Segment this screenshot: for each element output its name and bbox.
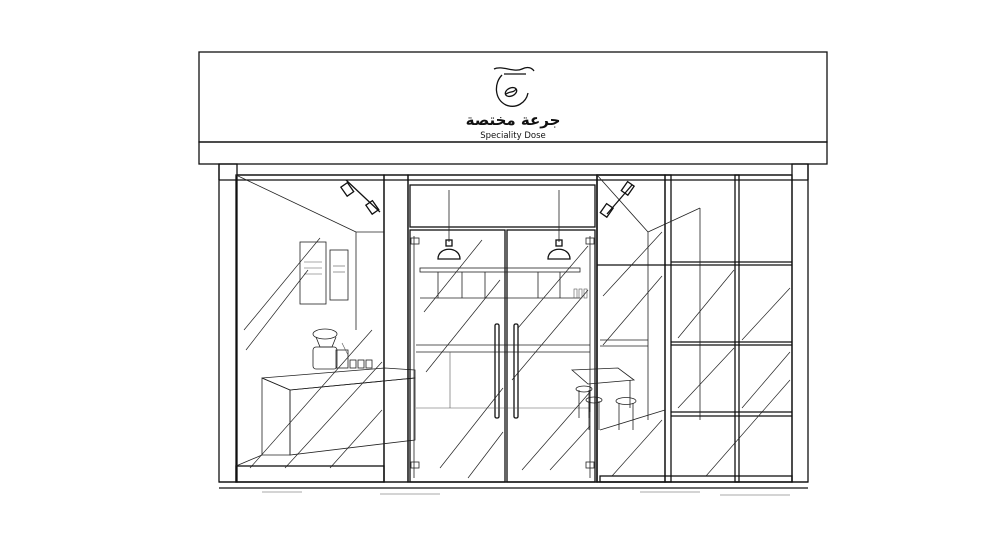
entrance-doors [407, 174, 598, 483]
signboard [198, 51, 828, 181]
brand-logo-icon [493, 66, 535, 107]
bar-stool [615, 397, 637, 430]
wall-art-frame [329, 249, 349, 301]
door-handle-right[interactable] [513, 323, 519, 419]
track-spotlight-icon [599, 180, 636, 219]
espresso-machine [312, 328, 373, 370]
brand-name-arabic: جرعة مختصة [466, 111, 561, 129]
service-counter [261, 367, 416, 456]
bar-stool [585, 396, 603, 430]
brand-name-english: Speciality Dose [480, 131, 545, 141]
left-window [235, 174, 416, 483]
pendant-lamp-icon [547, 190, 571, 260]
wall-art-frame [299, 241, 327, 305]
door-handle-left[interactable] [494, 323, 500, 419]
track-spotlight-icon [339, 179, 381, 216]
pendant-lamp-icon [437, 190, 461, 260]
right-window [570, 174, 793, 483]
high-table [570, 367, 636, 412]
pavement [262, 491, 790, 496]
